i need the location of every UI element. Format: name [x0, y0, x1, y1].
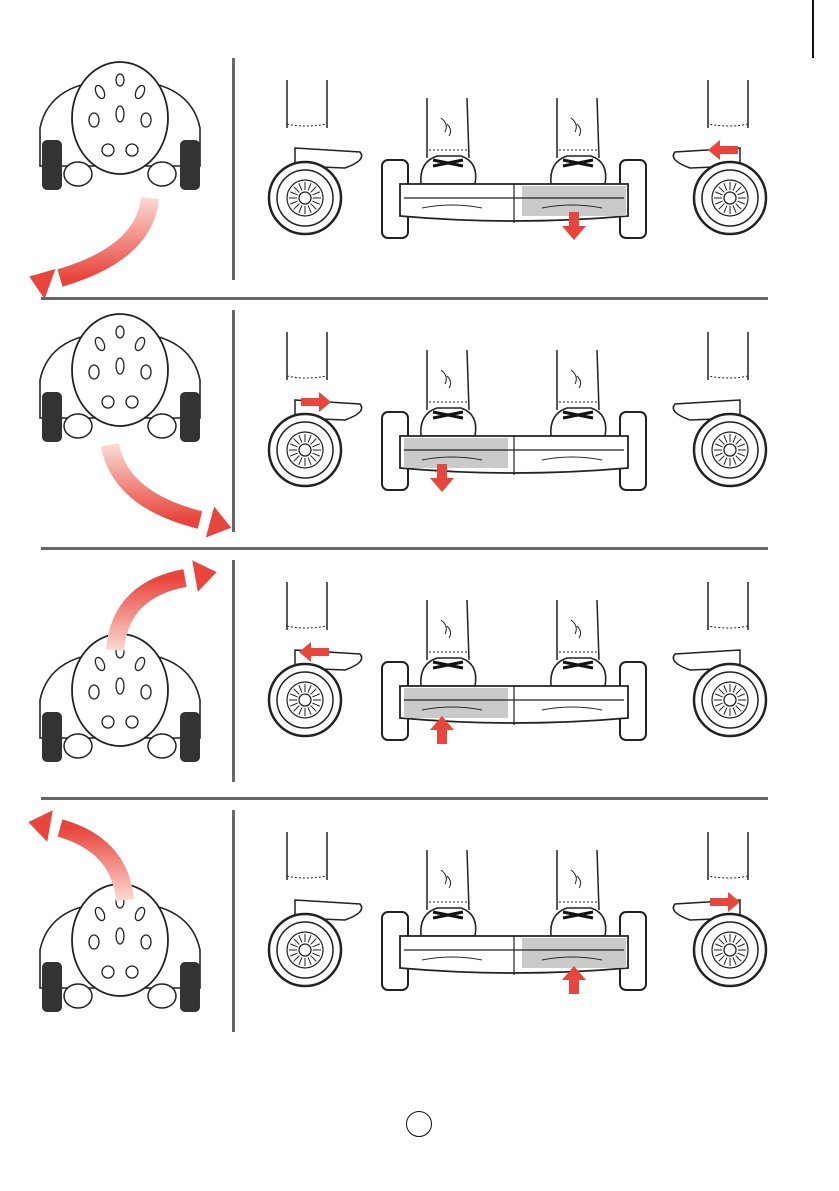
hoverboard-front-view-2	[382, 600, 646, 744]
rider-illustration	[30, 300, 230, 550]
right-side-view	[680, 550, 790, 800]
page-number	[406, 1111, 432, 1137]
rider-back-view-3	[40, 884, 200, 1012]
hoverboard-front-view-1	[382, 350, 646, 492]
right-side-view	[680, 48, 790, 298]
right-side-view	[680, 300, 790, 550]
board-view	[382, 300, 652, 550]
board-view	[382, 800, 652, 1050]
left-leg-2	[421, 600, 476, 686]
left-leg-3	[421, 850, 476, 936]
side-view-wheel-3	[673, 832, 766, 986]
rider-back-view-1	[40, 314, 200, 442]
rider-back-view-0	[40, 62, 200, 190]
left-side-view	[255, 800, 365, 1050]
instruction-step-3	[0, 550, 839, 800]
side-view-wheel-1	[269, 332, 362, 486]
left-side-view	[255, 48, 365, 298]
hoverboard-front-view-3	[382, 850, 646, 994]
right-side-view	[680, 800, 790, 1050]
right-leg-0	[551, 98, 606, 184]
hoverboard-front-view-0	[382, 98, 646, 240]
rider-back-view-2	[40, 634, 200, 762]
column-divider	[232, 810, 235, 1032]
column-divider	[232, 560, 235, 782]
rider-illustration	[30, 550, 230, 800]
side-view-wheel-2	[269, 582, 362, 736]
side-view-wheel-2	[673, 582, 766, 736]
side-view-wheel-0	[269, 80, 362, 234]
left-leg-0	[421, 98, 476, 184]
right-leg-2	[551, 600, 606, 686]
left-side-view	[255, 550, 365, 800]
right-leg-1	[551, 350, 606, 436]
column-divider	[232, 310, 235, 532]
instruction-step-1	[0, 48, 839, 298]
left-side-view	[255, 300, 365, 550]
column-divider	[232, 58, 235, 280]
rider-illustration	[30, 48, 230, 298]
tilt-arrow-icon	[110, 445, 235, 543]
instruction-step-2	[0, 300, 839, 550]
rider-illustration	[30, 800, 230, 1050]
instruction-step-4	[0, 800, 839, 1050]
right-leg-3	[551, 850, 606, 936]
side-view-wheel-1	[673, 332, 766, 486]
board-view	[382, 48, 652, 298]
side-view-wheel-3	[269, 832, 362, 986]
board-view	[382, 550, 652, 800]
left-leg-1	[421, 350, 476, 436]
tilt-arrow-icon	[24, 198, 150, 299]
